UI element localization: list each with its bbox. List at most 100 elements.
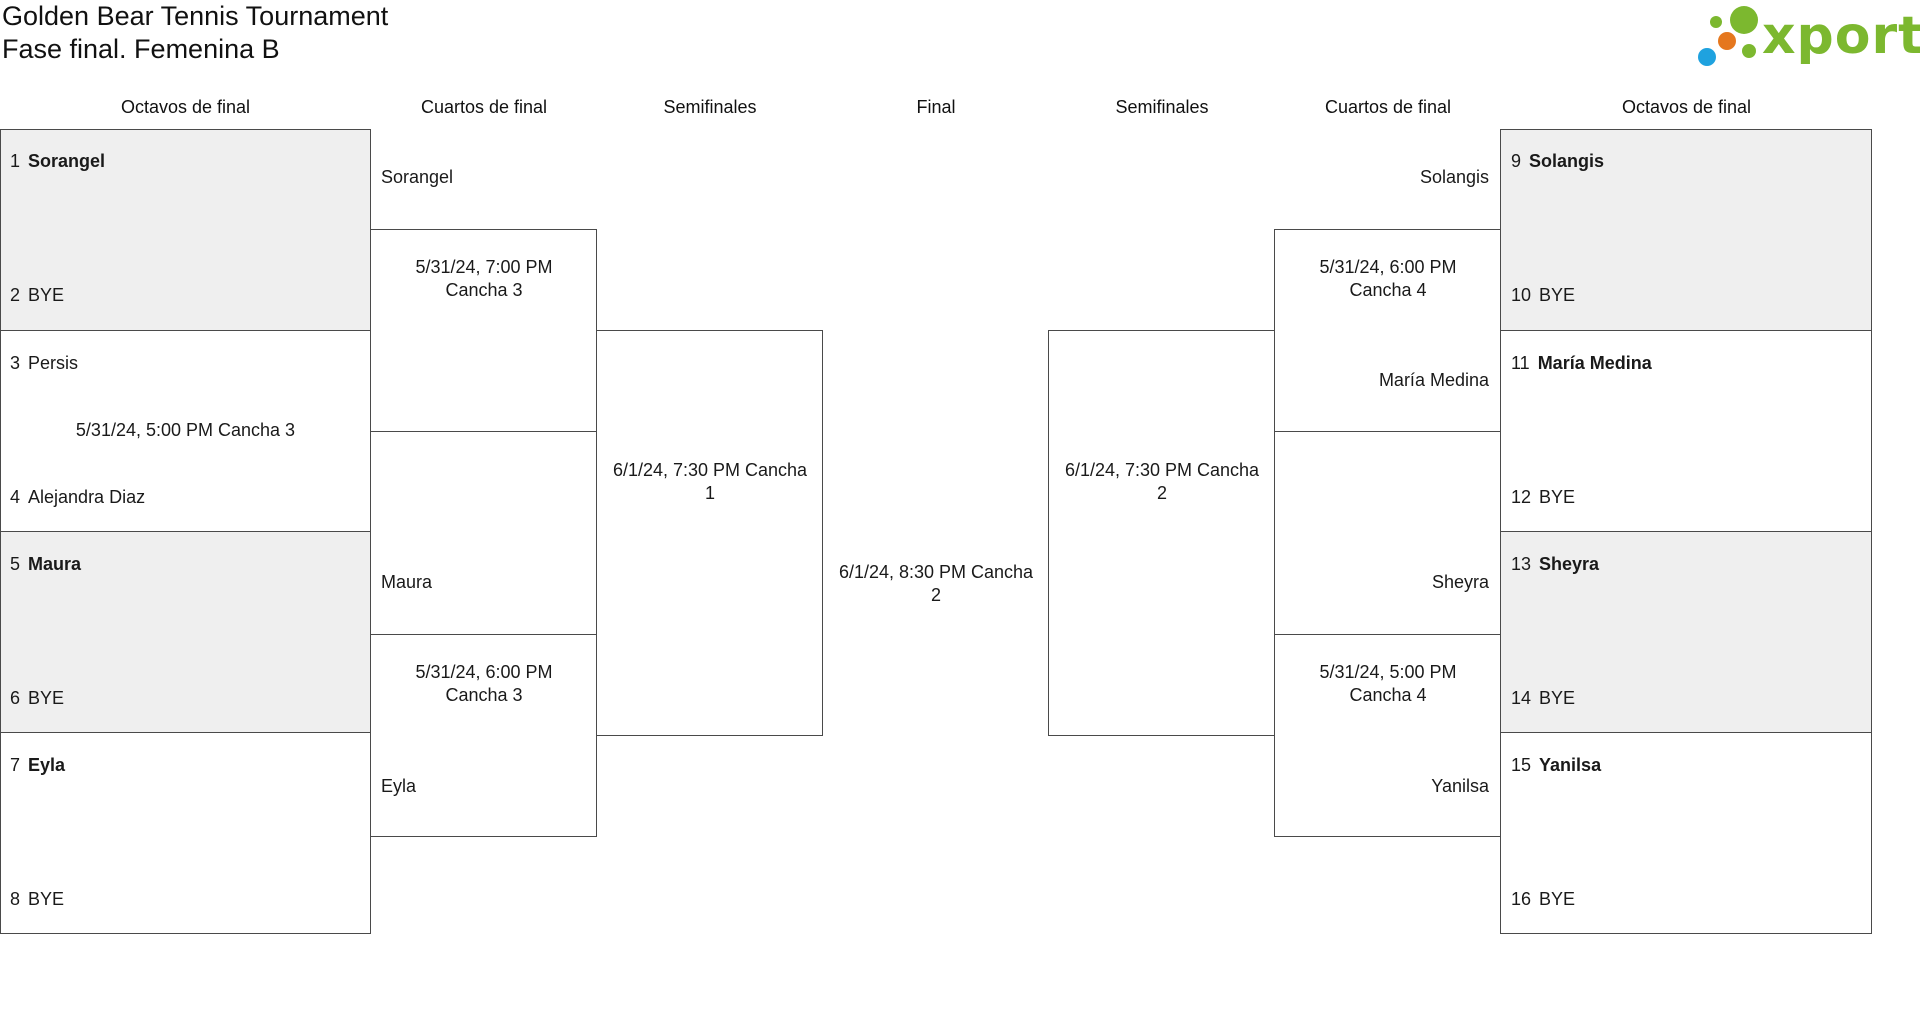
player-name: Eyla	[28, 755, 66, 775]
match-box-r16-right-3	[1500, 531, 1872, 733]
schedule-datetime: 5/31/24, 7:00 PM	[415, 257, 553, 277]
match-box-r16-left-1	[0, 129, 371, 331]
logo-dot-green-bottom	[1742, 44, 1756, 58]
schedule-court: Cancha 4	[1349, 280, 1427, 300]
match-box-qf-left-1	[370, 229, 597, 432]
qf-player-bottom: Eyla	[381, 776, 417, 796]
match-schedule: 5/31/24, 7:00 PM Cancha 3	[371, 256, 597, 302]
round-header-right-qf: Cuartos de final	[1324, 97, 1452, 117]
match-box-qf-left-2	[370, 634, 597, 837]
player-name: BYE	[28, 688, 65, 708]
round-header-final: Final	[916, 97, 956, 117]
round-header-right-sf: Semifinales	[1115, 97, 1209, 117]
final-schedule: 6/1/24, 8:30 PM Cancha 2	[823, 561, 1049, 607]
match-schedule: 5/31/24, 5:00 PM Cancha 4	[1275, 661, 1501, 707]
qf-player-top: Sorangel	[381, 167, 454, 187]
match-box-r16-left-2	[0, 330, 371, 532]
round-header-left-r16: Octavos de final	[120, 97, 251, 117]
player-name: Maura	[28, 554, 82, 574]
seed-number: 13	[1511, 554, 1532, 574]
schedule-court: 1	[704, 483, 715, 503]
player-slot: 3 Persis	[10, 352, 78, 375]
bracket-subtitle: Fase final. Femenina B	[2, 34, 280, 64]
schedule-datetime: 5/31/24, 6:00 PM	[1319, 257, 1457, 277]
match-box-r16-right-4	[1500, 732, 1872, 934]
player-slot: 16 BYE	[1511, 888, 1575, 911]
player-slot: 4 Alejandra Diaz	[10, 486, 145, 509]
round-header-right-r16: Octavos de final	[1621, 97, 1752, 117]
logo-dot-green-small	[1710, 16, 1722, 28]
match-schedule: 5/31/24, 6:00 PM Cancha 4	[1275, 256, 1501, 302]
player-slot: 7 Eyla	[10, 754, 65, 777]
seed-number: 2	[10, 285, 21, 305]
match-box-qf-right-1	[1274, 229, 1501, 432]
seed-number: 1	[10, 151, 21, 171]
seed-number: 8	[10, 889, 21, 909]
seed-number: 6	[10, 688, 21, 708]
schedule-datetime: 6/1/24, 7:30 PM Cancha	[1064, 460, 1260, 480]
seed-number: 11	[1511, 353, 1530, 373]
qf-player-bottom: María Medina	[1378, 370, 1489, 390]
seed-number: 3	[10, 353, 21, 373]
seed-number: 16	[1511, 889, 1532, 909]
seed-number: 5	[10, 554, 21, 574]
player-slot: 5 Maura	[10, 553, 81, 576]
player-name: Sheyra	[1539, 554, 1600, 574]
schedule-datetime: 6/1/24, 8:30 PM Cancha	[838, 562, 1034, 582]
seed-number: 9	[1511, 151, 1522, 171]
player-name: BYE	[1539, 889, 1576, 909]
logo-dot-green	[1730, 6, 1758, 34]
logo-dot-orange	[1718, 32, 1736, 50]
player-slot: 1 Sorangel	[10, 150, 105, 173]
qf-player-top: Sheyra	[1431, 572, 1489, 592]
seed-number: 15	[1511, 755, 1532, 775]
qf-player-top: Maura	[381, 572, 433, 592]
tournament-title: Golden Bear Tennis Tournament	[2, 1, 389, 31]
schedule-datetime: 5/31/24, 6:00 PM	[415, 662, 553, 682]
round-header-left-qf: Cuartos de final	[420, 97, 548, 117]
player-name: María Medina	[1537, 353, 1652, 373]
match-schedule: 6/1/24, 7:30 PM Cancha 1	[597, 459, 823, 505]
player-name: Alejandra Diaz	[28, 487, 146, 507]
player-slot: 6 BYE	[10, 687, 64, 710]
match-box-qf-right-2	[1274, 634, 1501, 837]
seed-number: 7	[10, 755, 21, 775]
round-header-left-sf: Semifinales	[663, 97, 757, 117]
player-slot: 8 BYE	[10, 888, 64, 911]
player-slot: 13 Sheyra	[1511, 553, 1599, 576]
player-name: Solangis	[1529, 151, 1605, 171]
schedule-datetime: 5/31/24, 5:00 PM	[1319, 662, 1457, 682]
seed-number: 10	[1511, 285, 1532, 305]
match-schedule: 6/1/24, 7:30 PM Cancha 2	[1049, 459, 1275, 505]
match-box-sf-left	[596, 330, 823, 736]
schedule-court: Cancha 3	[445, 685, 523, 705]
seed-number: 12	[1511, 487, 1532, 507]
match-box-r16-left-4	[0, 732, 371, 934]
schedule-court: Cancha 4	[1349, 685, 1427, 705]
schedule-court: 2	[1156, 483, 1167, 503]
match-box-r16-right-2	[1500, 330, 1872, 532]
match-box-r16-right-1	[1500, 129, 1872, 331]
player-slot: 2 BYE	[10, 284, 64, 307]
match-schedule: 5/31/24, 6:00 PM Cancha 3	[371, 661, 597, 707]
qf-player-top: Solangis	[1419, 167, 1489, 187]
seed-number: 4	[10, 487, 21, 507]
player-slot: 11 María Medina	[1511, 352, 1652, 375]
seed-number: 14	[1511, 688, 1532, 708]
player-name: BYE	[28, 889, 65, 909]
schedule-datetime: 6/1/24, 7:30 PM Cancha	[612, 460, 808, 480]
player-name: BYE	[1539, 285, 1576, 305]
schedule-court: 2	[930, 585, 941, 605]
player-name: Sorangel	[28, 151, 106, 171]
match-schedule: 5/31/24, 5:00 PM Cancha 3	[75, 420, 296, 440]
player-name: BYE	[28, 285, 65, 305]
match-box-sf-right	[1048, 330, 1275, 736]
logo-wordmark: xporty	[1762, 6, 1920, 66]
player-name: Yanilsa	[1539, 755, 1602, 775]
xporty-logo: xporty	[1696, 4, 1920, 68]
qf-player-bottom: Yanilsa	[1431, 776, 1489, 796]
player-name: Persis	[28, 353, 79, 373]
player-slot: 10 BYE	[1511, 284, 1575, 307]
